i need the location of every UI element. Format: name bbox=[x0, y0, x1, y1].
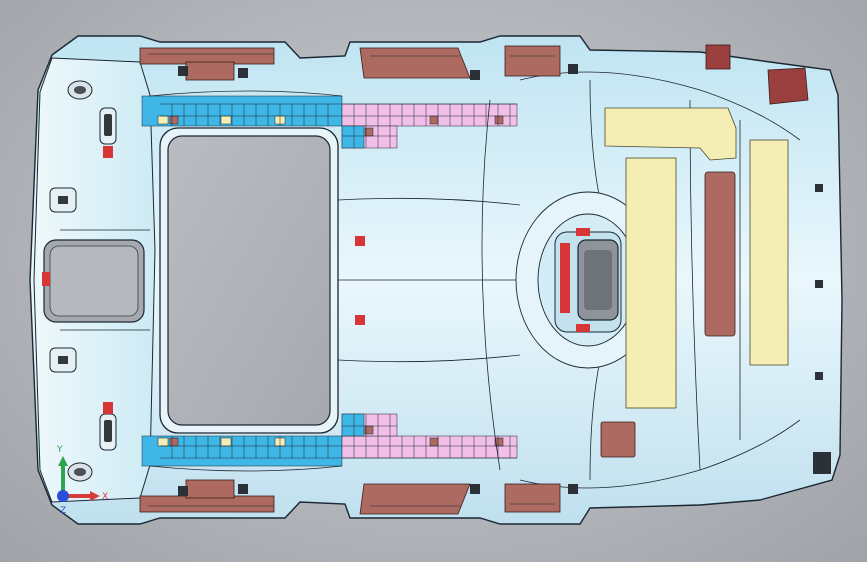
side-clips bbox=[178, 64, 831, 496]
dark-pads bbox=[705, 44, 809, 105]
surface-patch-lines bbox=[60, 71, 801, 489]
yellow-pads bbox=[604, 107, 789, 409]
foam-pads bbox=[139, 45, 736, 515]
axis-label-z: Z bbox=[60, 506, 66, 516]
axis-arrow-z-icon bbox=[57, 490, 69, 502]
coordinate-triad: Y X Z bbox=[56, 445, 108, 516]
axis-label-y: Y bbox=[56, 445, 63, 455]
rear-dome-light bbox=[515, 191, 661, 369]
axis-label-x: X bbox=[102, 492, 108, 502]
reinforcement-grid-bottom bbox=[141, 413, 518, 467]
reinforcement-grid-top bbox=[141, 95, 518, 149]
